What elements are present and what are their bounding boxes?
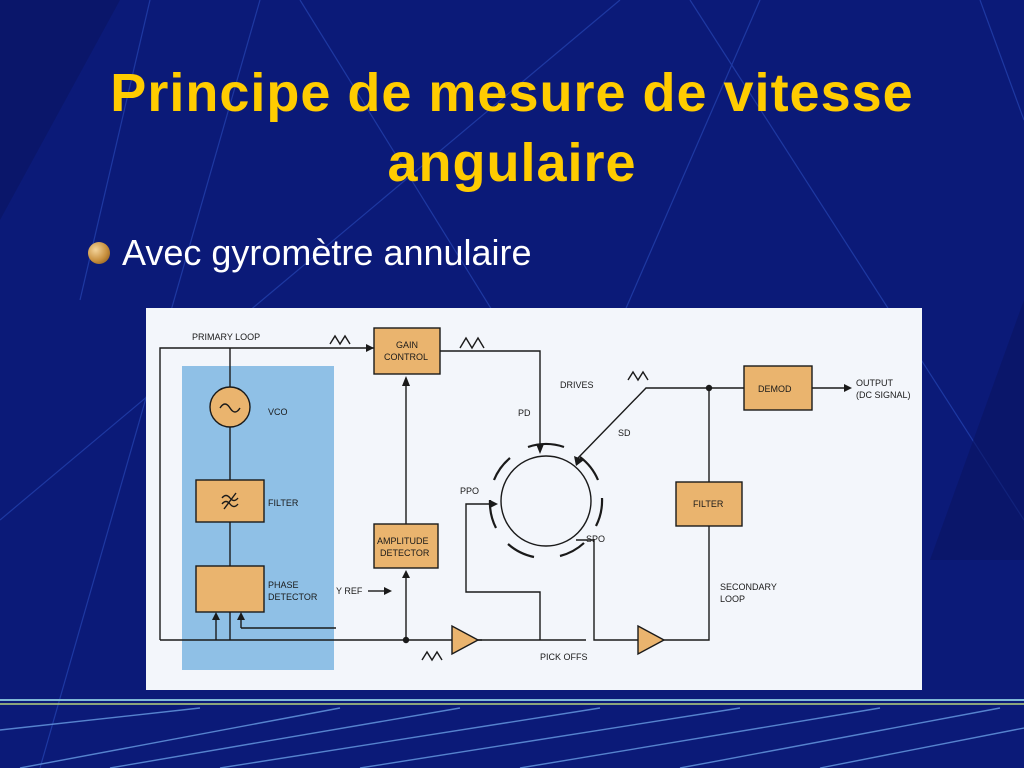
y-ref-label: Y REF bbox=[336, 586, 363, 596]
primary-amplifier-icon bbox=[451, 624, 480, 656]
secondary-filter-block bbox=[675, 481, 743, 527]
output-label-2: (DC SIGNAL) bbox=[856, 390, 911, 400]
secondary-loop-label-2: LOOP bbox=[720, 594, 745, 604]
spo-label: SPO bbox=[586, 534, 605, 544]
output-label-1: OUTPUT bbox=[856, 378, 894, 388]
phase-detector-label-2: DETECTOR bbox=[268, 592, 318, 602]
bullet-item: Avec gyromètre annulaire bbox=[88, 232, 532, 274]
ppo-label: PPO bbox=[460, 486, 479, 496]
amplitude-detector-block bbox=[373, 523, 439, 569]
phase-detector-label-1: PHASE bbox=[268, 580, 299, 590]
primary-loop-label: PRIMARY LOOP bbox=[192, 332, 260, 342]
bullet-text: Avec gyromètre annulaire bbox=[122, 232, 532, 273]
drive-wave-icon bbox=[459, 336, 485, 350]
secondary-amplifier-icon bbox=[637, 624, 666, 656]
vco-label: VCO bbox=[268, 407, 288, 417]
amplitude-detector-label-1: AMPLITUDE bbox=[377, 536, 429, 546]
secondary-loop-label-1: SECONDARY bbox=[720, 582, 777, 592]
gain-control-block bbox=[373, 327, 441, 375]
ring-gyro-diagram: VCO FILTER PHASE DETECTOR Y REF PRIMARY … bbox=[146, 308, 922, 690]
primary-loop-wire bbox=[159, 347, 374, 640]
phase-detector-block bbox=[195, 565, 265, 613]
pick-offs-label: PICK OFFS bbox=[540, 652, 588, 662]
primary-filter-label: FILTER bbox=[268, 498, 299, 508]
amplitude-detector-label-2: DETECTOR bbox=[380, 548, 430, 558]
demod-label: DEMOD bbox=[758, 384, 792, 394]
sine-wave-icon bbox=[329, 334, 351, 346]
drives-label: DRIVES bbox=[560, 380, 594, 390]
sd-label: SD bbox=[618, 428, 631, 438]
gain-control-label-2: CONTROL bbox=[384, 352, 428, 362]
pickoff-wave-icon bbox=[421, 650, 443, 662]
secondary-wave-icon bbox=[627, 370, 649, 382]
bullet-sphere-icon bbox=[88, 242, 110, 264]
pd-label: PD bbox=[518, 408, 531, 418]
gain-control-label-1: GAIN bbox=[396, 340, 418, 350]
demod-block bbox=[743, 365, 813, 411]
secondary-filter-label: FILTER bbox=[693, 499, 724, 509]
slide-title: Principe de mesure de vitesse angulaire bbox=[110, 63, 914, 193]
